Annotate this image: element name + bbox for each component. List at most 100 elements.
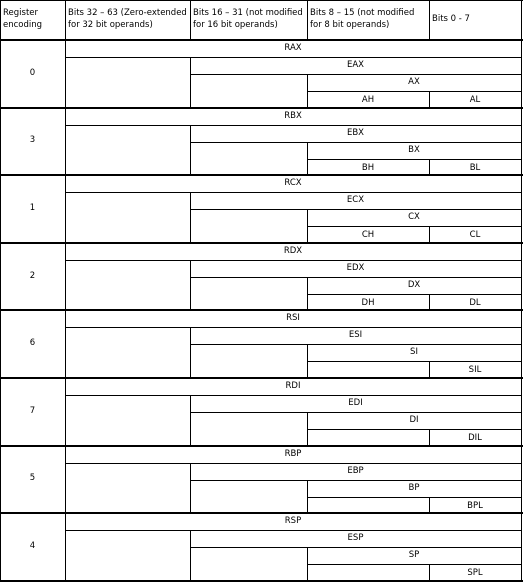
register-name-8-low: CL [469, 230, 481, 241]
step-line [190, 462, 191, 514]
register-name-64: RDI [285, 381, 301, 391]
step-line [307, 344, 308, 378]
register-name-8-low: AL [469, 95, 481, 105]
register-encoding: 2 [29, 270, 36, 281]
header-register-encoding: Register encoding [3, 8, 43, 30]
right-border [521, 0, 522, 581]
row-line-64 [65, 327, 521, 329]
register-name-32: ESP [347, 533, 364, 544]
byte-divider [429, 564, 430, 581]
register-block-border [0, 444, 523, 447]
register-block-border [0, 512, 523, 515]
byte-divider [429, 158, 430, 176]
register-name-64: RCX [284, 178, 302, 189]
row-line-64 [65, 530, 521, 532]
row-line-64 [65, 192, 521, 194]
header-column-divider [307, 0, 308, 39]
register-name-8-low: SIL [468, 365, 482, 376]
header-bits-8-15: Bits 8 – 15 (not modified for 8 bit oper… [310, 8, 415, 30]
row-line-64 [65, 124, 521, 126]
row-line-32 [190, 412, 521, 413]
row-line-64 [65, 259, 521, 261]
step-line [190, 327, 191, 378]
register-name-32: EBX [346, 127, 365, 138]
left-border [0, 0, 1, 581]
step-line [190, 395, 191, 446]
row-line-16 [307, 496, 521, 498]
row-line-64 [65, 462, 521, 464]
register-name-16: SP [408, 550, 420, 561]
register-encoding: 6 [29, 338, 36, 349]
byte-divider [429, 226, 430, 243]
step-line [307, 276, 308, 311]
encoding-column-divider [65, 378, 66, 446]
register-name-32: EAX [346, 60, 364, 70]
register-name-16: BX [408, 144, 420, 155]
register-name-16: DX [407, 279, 421, 290]
header-bits-0-7: Bits 0 - 7 [432, 14, 470, 24]
register-encoding: 3 [29, 135, 36, 146]
register-name-8-low: BL [469, 162, 481, 173]
register-encoding: 1 [29, 203, 36, 213]
register-name-64: RDX [283, 245, 303, 256]
register-name-32: ESI [348, 330, 363, 341]
register-name-8-high: CH [361, 230, 375, 241]
row-line-32 [190, 141, 521, 143]
row-line-16 [307, 293, 521, 295]
register-block-border [0, 174, 523, 177]
encoding-column-divider [65, 513, 66, 581]
register-encoding: 0 [29, 67, 36, 78]
register-name-16: SI [410, 347, 418, 358]
row-line-16 [307, 226, 521, 228]
register-name-32: EDX [346, 262, 365, 273]
register-block-border [0, 377, 523, 379]
register-encoding: 5 [29, 473, 36, 484]
header-column-divider [429, 0, 430, 39]
register-name-64: RBP [284, 448, 302, 459]
register-name-8-low: DL [469, 297, 481, 308]
byte-divider [429, 429, 430, 446]
step-line [190, 530, 191, 581]
header-bits-32-63: Bits 32 – 63 (Zero-extended for 32 bit o… [68, 8, 187, 30]
register-name-8-low: DIL [468, 433, 482, 443]
step-line [307, 547, 308, 581]
header-column-divider [190, 0, 191, 39]
register-name-8-low: SPL [467, 568, 483, 579]
byte-divider [429, 496, 430, 514]
encoding-column-divider [65, 175, 66, 243]
header-bits-16-31: Bits 16 – 31 (not modified for 16 bit op… [193, 8, 303, 30]
register-name-32: ECX [346, 195, 365, 206]
step-line [190, 124, 191, 176]
step-line [307, 479, 308, 514]
row-line-32 [190, 547, 521, 549]
register-name-32: EDI [348, 398, 363, 408]
row-line-32 [190, 276, 521, 278]
register-name-8-high: DH [361, 297, 375, 308]
register-name-32: EBP [347, 465, 364, 476]
row-line-16 [307, 158, 521, 160]
row-line-32 [190, 344, 521, 346]
register-name-16: CX [408, 212, 420, 223]
register-encoding: 4 [29, 541, 36, 551]
register-block-border [0, 309, 523, 312]
header-column-divider [65, 0, 66, 39]
register-name-8-low: BPL [467, 500, 483, 511]
register-name-64: RSP [284, 516, 302, 527]
register-name-64: RSI [286, 313, 300, 324]
row-line-16 [307, 564, 521, 566]
row-line-32 [190, 209, 521, 211]
step-line [190, 259, 191, 311]
step-line [307, 412, 308, 446]
encoding-column-divider [65, 242, 66, 311]
step-line [307, 209, 308, 243]
step-line [307, 141, 308, 176]
row-line-64 [65, 395, 521, 396]
row-line-32 [190, 479, 521, 481]
header-bottom-border [0, 39, 523, 41]
register-name-16: BP [408, 482, 420, 493]
row-line-32 [190, 74, 521, 75]
register-name-16: AX [408, 77, 420, 87]
register-name-8-high: AH [361, 95, 375, 105]
row-line-16 [307, 91, 521, 92]
